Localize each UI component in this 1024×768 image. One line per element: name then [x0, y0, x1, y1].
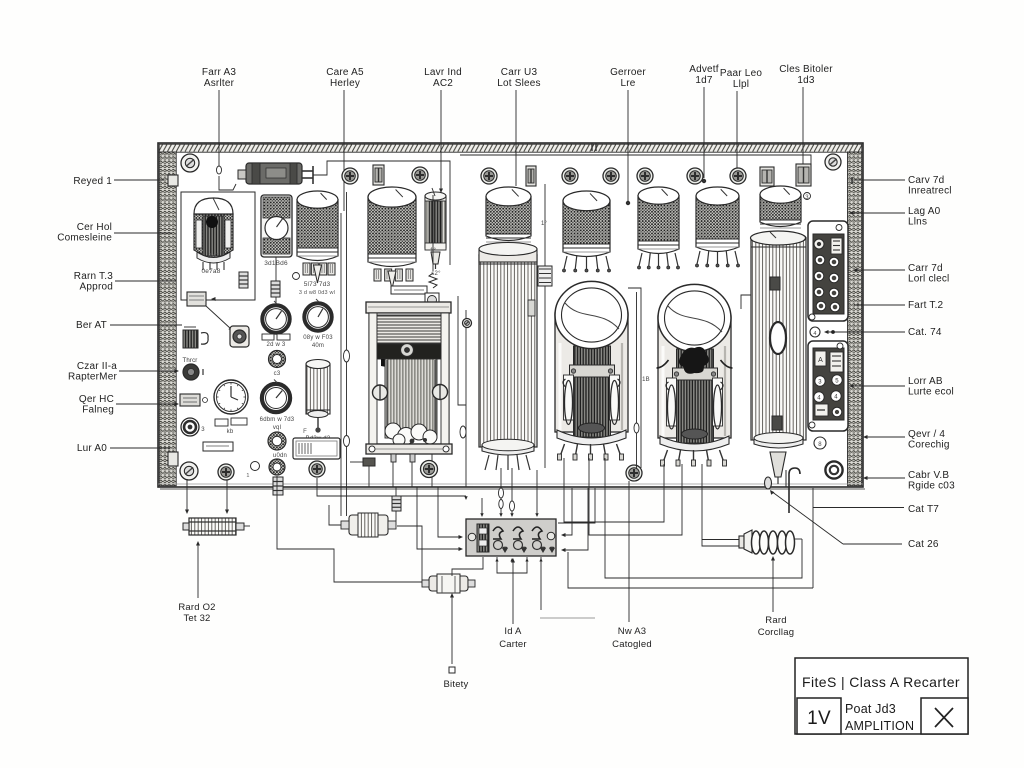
svg-text:Thrcr: Thrcr	[183, 358, 198, 364]
svg-text:Bitety: Bitety	[444, 679, 469, 690]
svg-text:3: 3	[201, 427, 205, 433]
svg-text:Catogled: Catogled	[612, 639, 652, 650]
svg-text:Czar II-a: Czar II-a	[77, 361, 117, 372]
svg-text:Rard: Rard	[765, 615, 786, 626]
svg-text:1d7: 1d7	[695, 75, 713, 86]
svg-text:AC2: AC2	[433, 78, 453, 89]
svg-text:AMPLITION: AMPLITION	[845, 719, 914, 733]
svg-text:Carv 7d: Carv 7d	[908, 175, 944, 186]
svg-text:Carr 7d: Carr 7d	[908, 263, 943, 274]
svg-text:Herley: Herley	[330, 78, 360, 89]
svg-text:RapterMer: RapterMer	[68, 372, 118, 383]
svg-text:3: 3	[805, 195, 809, 201]
svg-text:vql: vql	[273, 425, 281, 431]
svg-text:Lur A0: Lur A0	[77, 443, 107, 454]
svg-text:u0dn: u0dn	[273, 453, 287, 459]
svg-text:Llns: Llns	[908, 217, 927, 228]
svg-text:FiteS | Class A Recarter: FiteS | Class A Recarter	[802, 674, 960, 690]
svg-text:Paar Leo: Paar Leo	[720, 68, 762, 79]
svg-text:Cabr V.B: Cabr V.B	[908, 470, 949, 481]
svg-text:Id A: Id A	[504, 626, 522, 637]
svg-text:Fart T.2: Fart T.2	[908, 300, 944, 311]
svg-text:4: 4	[817, 396, 821, 402]
svg-text:Comesleine: Comesleine	[57, 233, 112, 244]
svg-text:Lurte ecol: Lurte ecol	[908, 387, 954, 398]
svg-text:Carr U3: Carr U3	[501, 67, 538, 78]
svg-text:4: 4	[834, 395, 838, 401]
svg-text:5: 5	[835, 379, 839, 385]
svg-text:Qevr / 4: Qevr / 4	[908, 429, 945, 440]
svg-text:Farr A3: Farr A3	[202, 67, 236, 78]
svg-text:A: A	[818, 357, 823, 364]
svg-text:6dbm w 7d3: 6dbm w 7d3	[260, 417, 295, 423]
svg-text:Care A5: Care A5	[326, 67, 364, 78]
svg-text:8: 8	[818, 442, 822, 448]
svg-text:kb: kb	[227, 429, 234, 435]
svg-text:Rard O2: Rard O2	[178, 602, 215, 613]
svg-text:3: 3	[818, 380, 822, 386]
svg-text:Falneg: Falneg	[82, 405, 114, 416]
svg-text:Lorr AB: Lorr AB	[908, 376, 943, 387]
svg-text:Advetf: Advetf	[689, 64, 719, 75]
svg-text:Rarn T.3: Rarn T.3	[74, 271, 113, 282]
svg-text:Asrlter: Asrlter	[204, 78, 235, 89]
svg-text:08y w F03: 08y w F03	[303, 335, 333, 341]
svg-text:Llpl: Llpl	[733, 79, 749, 90]
svg-text:Lre: Lre	[620, 78, 635, 89]
svg-text:5l73 7d3: 5l73 7d3	[304, 281, 331, 288]
svg-text:Gerroer: Gerroer	[610, 67, 646, 78]
svg-text:s2°: s2°	[431, 271, 441, 277]
svg-text:[Lu]: [Lu]	[208, 253, 218, 259]
svg-text:1°: 1°	[430, 248, 437, 254]
svg-text:40m: 40m	[312, 343, 324, 349]
svg-text:Cat 26: Cat 26	[908, 539, 939, 550]
svg-text:Approd: Approd	[80, 282, 113, 293]
svg-text:Ber AT: Ber AT	[76, 320, 107, 331]
svg-text:1d3: 1d3	[797, 75, 815, 86]
svg-text:Nw A3: Nw A3	[618, 626, 646, 637]
svg-text:Lag A0: Lag A0	[908, 206, 941, 217]
svg-text:Tet 32: Tet 32	[183, 613, 210, 624]
svg-text:1B: 1B	[642, 377, 650, 383]
svg-text:c3: c3	[274, 371, 281, 377]
svg-text:Corcllag: Corcllag	[758, 627, 794, 638]
svg-text:1: 1	[246, 473, 249, 479]
svg-text:2d w 3: 2d w 3	[267, 342, 286, 348]
svg-text:Rgide c03: Rgide c03	[908, 481, 955, 492]
svg-text:Corechig: Corechig	[908, 440, 950, 451]
svg-text:Qer HC: Qer HC	[79, 394, 114, 405]
svg-text:Cat. 74: Cat. 74	[908, 327, 942, 338]
svg-text:Cer Hol: Cer Hol	[77, 222, 112, 233]
svg-text:Lot Slees: Lot Slees	[497, 78, 541, 89]
svg-text:3 d w8 0d3 wl: 3 d w8 0d3 wl	[299, 290, 335, 296]
svg-text:Lorl clecl: Lorl clecl	[908, 274, 949, 285]
svg-text:0e7a8: 0e7a8	[201, 268, 220, 275]
svg-text:Cles Bitoler: Cles Bitoler	[779, 64, 833, 75]
svg-text:Reyed 1: Reyed 1	[73, 176, 112, 187]
svg-text:Cat T7: Cat T7	[908, 504, 939, 515]
svg-text:4: 4	[813, 331, 816, 337]
svg-text:F: F	[303, 429, 307, 435]
svg-text:Carter: Carter	[499, 639, 527, 650]
svg-text:1°: 1°	[541, 221, 548, 227]
svg-text:1V: 1V	[807, 708, 831, 729]
svg-text:Inreatrecl: Inreatrecl	[908, 186, 952, 197]
svg-text:Poat Jd3: Poat Jd3	[845, 702, 896, 716]
svg-text:Lavr Ind: Lavr Ind	[424, 67, 462, 78]
